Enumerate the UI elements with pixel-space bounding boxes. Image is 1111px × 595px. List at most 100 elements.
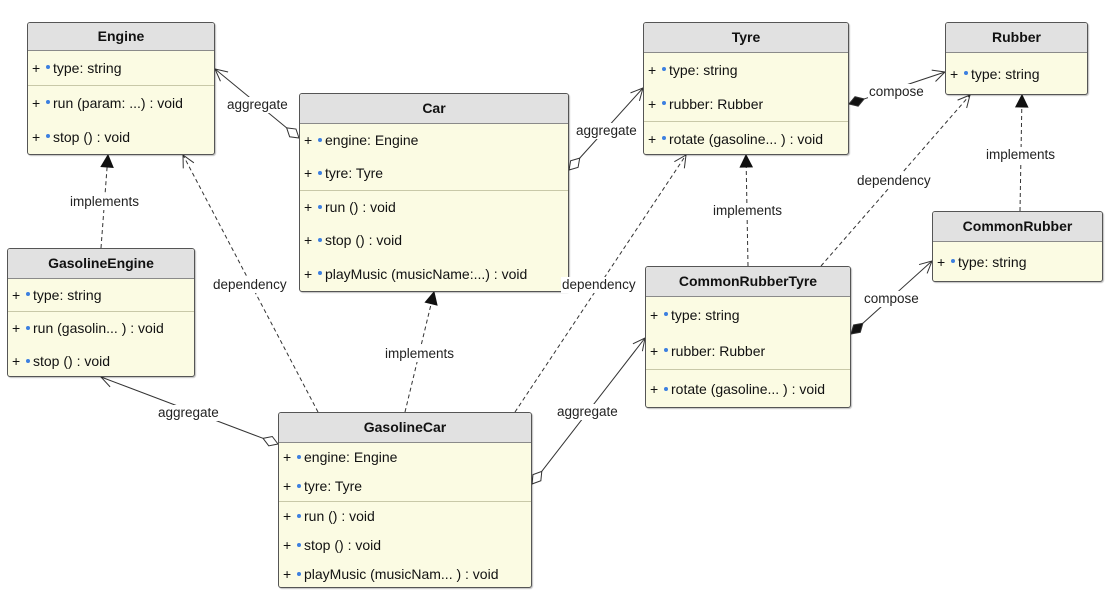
member-text: rubber: Rubber [671,343,766,359]
operation-row[interactable]: +stop () : void [279,531,531,560]
attribute-section: +type: string+rubber: Rubber [644,53,848,122]
operation-section: +rotate (gasoline... ) : void [644,122,848,154]
edge-gasolineengine-engine[interactable] [100,153,114,249]
operation-row[interactable]: +stop () : void [300,224,568,257]
member-text: type: string [53,60,122,76]
member-text: stop () : void [53,129,131,145]
member-dot-icon [662,136,666,140]
edge-label: compose [868,84,925,100]
operation-row[interactable]: +run () : void [300,191,568,224]
operation-section: +run (param: ...) : void + stop () : void [28,86,214,154]
visibility-marker: + [32,129,41,145]
member-dot-icon [318,137,322,142]
member-dot-icon [297,542,301,547]
member-text: tyre: Tyre [325,165,384,181]
operation-row[interactable]: +playMusic (musicNam... ) : void [279,560,531,587]
member-dot-icon [46,134,50,138]
attribute-row[interactable]: +type: string [644,53,848,87]
operation-row[interactable]: +run () : void [279,502,531,531]
realization-triangle [1014,93,1029,108]
member-text: type: string [33,287,102,303]
member-text: rotate (gasoline... ) : void [669,131,824,147]
edge-label: dependency [212,277,288,293]
edge-label: implements [712,203,784,219]
class-name: GasolineEngine [8,249,194,279]
member-text: rotate (gasoline... ) : void [671,381,826,397]
operation-row[interactable]: + playMusic (musicName:...) : void [300,257,568,291]
attribute-row[interactable]: +type: string [933,242,1102,281]
class-common-rubber[interactable]: CommonRubber+type: string [932,211,1103,282]
attribute-row[interactable]: +engine: Engine [300,124,568,157]
class-rubber[interactable]: Rubber + type: string [945,22,1088,95]
member-text: type: string [971,66,1040,82]
edge-gasolinecar-car[interactable] [404,290,438,413]
member-text: rubber: Rubber [669,96,764,112]
visibility-marker: + [304,132,313,148]
visibility-marker: + [12,320,21,336]
member-text: type: string [671,307,740,323]
operation-row[interactable]: +run (param: ...) : void [28,86,214,120]
attribute-row[interactable]: + rubber: Rubber [644,87,848,121]
member-dot-icon [318,271,322,275]
attribute-row[interactable]: + type: string [946,53,1087,94]
edge-label: aggregate [575,123,638,139]
visibility-marker: + [937,254,946,270]
edge-gasolinecar-engine[interactable] [182,154,319,413]
visibility-marker: + [283,508,292,524]
operation-section: +rotate (gasoline... ) : void [646,370,850,407]
operation-row[interactable]: +rotate (gasoline... ) : void [646,370,850,407]
class-name: CommonRubberTyre [646,267,850,297]
aggregation-diamond [285,127,300,139]
class-car[interactable]: Car+engine: Engine+tyre: Tyre+run () : v… [299,93,569,292]
open-arrowhead [674,154,687,169]
member-dot-icon [964,71,968,75]
member-text: run (gasolin... ) : void [33,320,164,336]
class-gasoline-engine[interactable]: GasolineEngine+type: string + run (gasolin… [7,248,195,377]
class-common-rubber-tyre[interactable]: CommonRubberTyre + type: string + rubber: Ru… [645,266,851,408]
member-text: playMusic (musicNam... ) : void [304,566,499,582]
member-dot-icon [318,170,322,175]
visibility-marker: + [648,96,657,112]
attribute-row[interactable]: + rubber: Rubber [646,333,850,369]
visibility-marker: + [283,449,292,465]
visibility-marker: + [650,343,659,359]
attribute-row[interactable]: +type: string [8,279,194,311]
edge-line [182,154,319,413]
operation-row[interactable]: + stop () : void [28,120,214,154]
class-name: Rubber [946,23,1087,53]
member-dot-icon [297,571,301,576]
operation-row[interactable]: +rotate (gasoline... ) : void [644,122,848,154]
operation-row[interactable]: +stop () : void [8,345,194,376]
visibility-marker: + [283,537,292,553]
member-text: run (param: ...) : void [53,95,183,111]
attribute-row[interactable]: + type: string [28,51,214,85]
member-dot-icon [297,483,301,488]
member-dot-icon [662,101,666,105]
visibility-marker: + [650,307,659,323]
member-dot-icon [951,259,955,263]
class-engine[interactable]: Engine+type: string+run (param: ...) : v… [27,22,215,155]
visibility-marker: + [32,60,41,76]
edge-label: aggregate [556,404,619,420]
visibility-marker: + [950,66,959,82]
edge-label: dependency [561,277,637,293]
class-gasoline-car[interactable]: GasolineCar+engine: Engine+tyre: Tyre+ru… [278,412,532,588]
operation-section: + run (gasolin... ) : void +stop () : void [8,312,194,376]
attribute-row[interactable]: +tyre: Tyre [300,157,568,190]
operation-row[interactable]: + run (gasolin... ) : void [8,312,194,345]
edge-label: implements [985,147,1057,163]
visibility-marker: + [648,62,657,78]
aggregation-diamond [262,435,279,447]
attribute-row[interactable]: +engine: Engine [279,443,531,472]
aggregation-diamond [568,157,581,171]
edge-label: implements [69,194,141,210]
class-tyre[interactable]: Tyre+type: string+rubber: Rubber+rotate … [643,22,849,155]
member-text: playMusic (musicName:...) : void [325,266,528,282]
visibility-marker: + [304,266,313,282]
attribute-row[interactable]: + type: string [646,297,850,333]
attribute-row[interactable]: +tyre: Tyre [279,472,531,501]
open-arrowhead [957,94,971,109]
realization-triangle [424,290,438,306]
visibility-marker: + [304,199,313,215]
member-dot-icon [26,358,30,363]
